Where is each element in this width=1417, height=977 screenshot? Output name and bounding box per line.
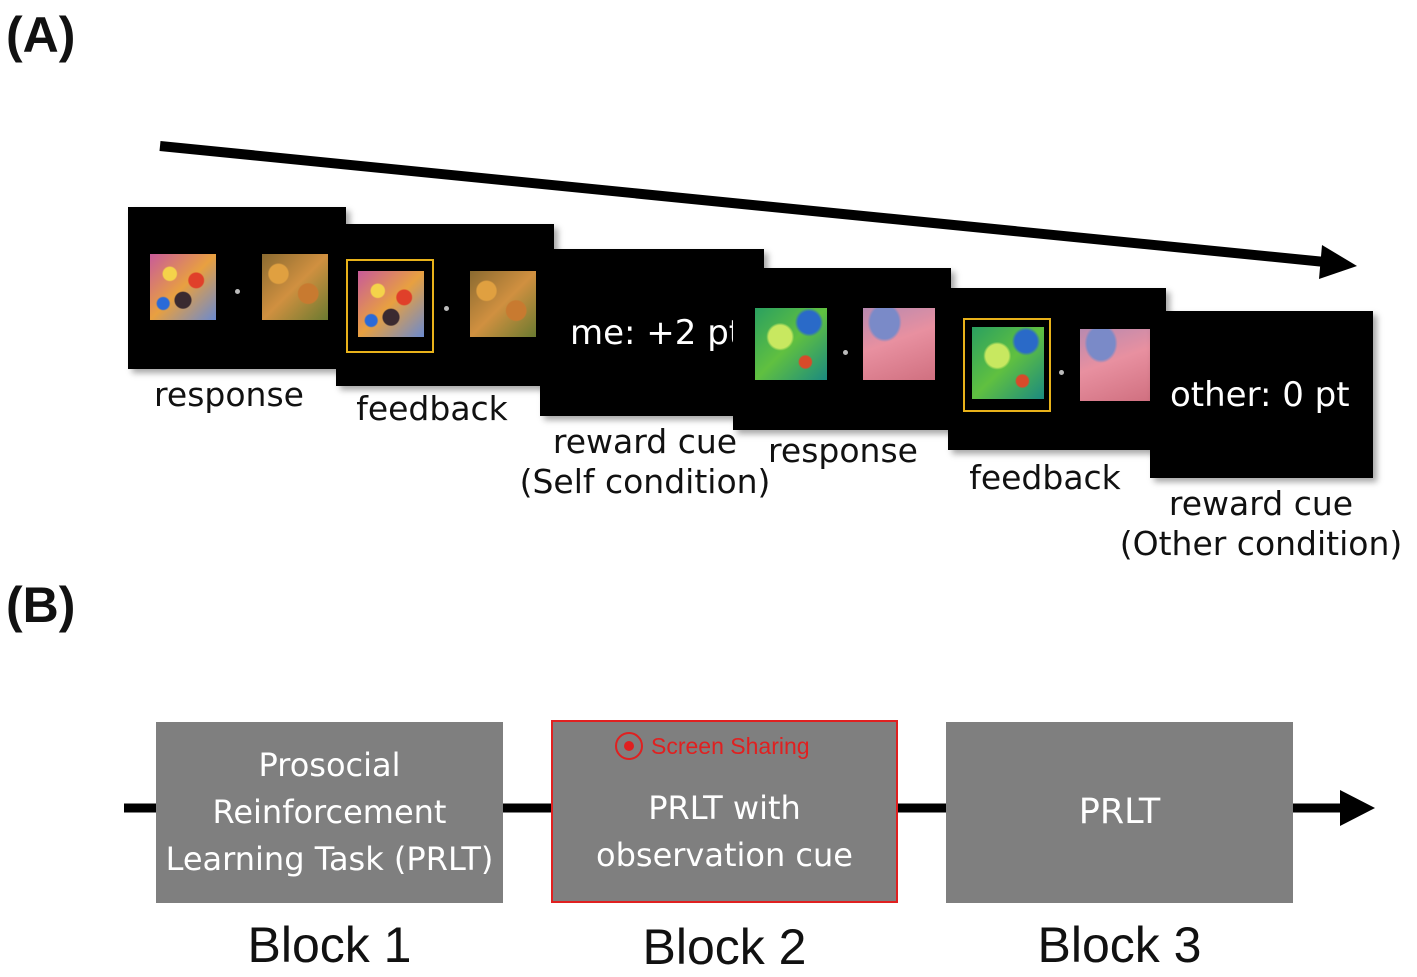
stimulus-image-right bbox=[470, 271, 536, 337]
reward-cue-text: other: 0 pt bbox=[1170, 375, 1350, 415]
fixation-dot bbox=[1059, 370, 1064, 375]
screen-sharing-indicator: Screen Sharing bbox=[615, 732, 810, 760]
caption-line-1: reward cue bbox=[1168, 484, 1354, 523]
fixation-dot bbox=[444, 306, 449, 311]
screen-sharing-label: Screen Sharing bbox=[651, 732, 810, 759]
block-text-line: PRLT with bbox=[648, 788, 801, 827]
block-text-line: Learning Task (PRLT) bbox=[165, 840, 494, 878]
feedback-highlight-box bbox=[346, 259, 434, 353]
stimulus-image-left bbox=[972, 327, 1044, 399]
stimulus-image-left bbox=[358, 271, 424, 337]
stimulus-image-right bbox=[863, 308, 935, 380]
panel-a-label: (A) bbox=[6, 7, 76, 63]
feedback-highlight-box bbox=[963, 318, 1051, 412]
time-arrow bbox=[159, 141, 1357, 279]
reward-cue-frame-self: me: +2 pt bbox=[540, 249, 764, 416]
block-text-line: Prosocial bbox=[258, 746, 401, 784]
stimulus-image-right bbox=[1080, 329, 1150, 401]
response-frame-2 bbox=[733, 268, 951, 430]
block-1-box: Prosocial Reinforcement Learning Task (P… bbox=[156, 722, 503, 903]
frame-caption: reward cue (Other condition) bbox=[1120, 484, 1403, 563]
reward-cue-text: me: +2 pt bbox=[570, 313, 743, 353]
frame-caption: reward cue (Self condition) bbox=[520, 422, 771, 501]
feedback-frame-1 bbox=[336, 224, 554, 386]
record-icon bbox=[615, 732, 643, 760]
response-frame-1 bbox=[128, 207, 346, 369]
caption-line-1: reward cue bbox=[552, 422, 738, 461]
feedback-frame-2 bbox=[948, 288, 1166, 450]
block-text-line: Reinforcement bbox=[212, 793, 447, 831]
frame-caption: response bbox=[768, 431, 918, 470]
stimulus-image-left bbox=[755, 308, 827, 380]
block-2-box: PRLT with observation cue Screen Sharing bbox=[551, 720, 898, 903]
reward-cue-frame-other: other: 0 pt bbox=[1150, 311, 1373, 478]
stimulus-image-right bbox=[262, 254, 328, 320]
block-1-name: Block 1 bbox=[247, 917, 412, 973]
frame-caption: feedback bbox=[969, 458, 1121, 497]
stimulus-image-left bbox=[150, 254, 216, 320]
fixation-dot bbox=[235, 289, 240, 294]
block-3-name: Block 3 bbox=[1037, 917, 1202, 973]
block-2-name: Block 2 bbox=[642, 919, 807, 975]
block-text-line: observation cue bbox=[596, 835, 853, 874]
block-text-line: PRLT bbox=[1078, 792, 1161, 832]
panel-b-label: (B) bbox=[6, 577, 76, 633]
caption-line-2: (Self condition) bbox=[519, 461, 771, 501]
frame-caption: response bbox=[154, 375, 304, 414]
fixation-dot bbox=[843, 350, 848, 355]
block-3-box: PRLT bbox=[946, 722, 1293, 903]
caption-line-2: (Other condition) bbox=[1119, 523, 1403, 563]
frame-caption: feedback bbox=[356, 389, 508, 428]
